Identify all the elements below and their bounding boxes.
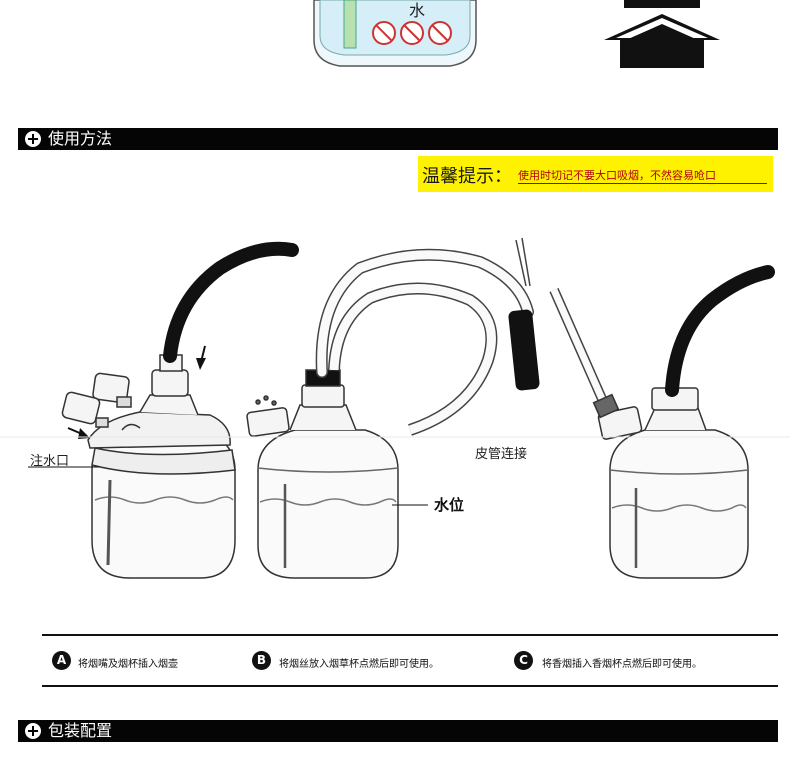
section-title: 使用方法 — [48, 129, 113, 148]
steps-top-divider — [42, 634, 778, 636]
step-c-badge: C — [514, 651, 533, 670]
bottle-c — [549, 287, 749, 579]
tip-title: 温馨提示： — [422, 166, 512, 187]
section-header-package: 包装配置 — [18, 720, 778, 742]
label-water-inlet: 注水口 — [30, 454, 70, 469]
tip-underline — [518, 183, 767, 184]
bottle-a — [87, 354, 236, 579]
label-water-level: 水位 — [434, 496, 465, 514]
product-image-top — [313, 0, 477, 67]
tip-box: 温馨提示： 使用时切记不要大口吸烟，不然容易呛口 — [418, 156, 773, 192]
tip-text: 使用时切记不要大口吸烟，不然容易呛口 — [518, 169, 716, 182]
steps-bottom-divider — [42, 685, 778, 687]
section-title: 包装配置 — [48, 721, 113, 740]
step-a-text: 将烟嘴及烟杯插入烟壶 — [78, 659, 178, 670]
bottle-b — [246, 369, 399, 579]
label-hose-connection: 皮管连接 — [475, 447, 528, 462]
step-b-badge: B — [252, 651, 271, 670]
top-product-label: 水 — [409, 1, 426, 20]
usage-diagram — [0, 237, 790, 579]
plus-circle-icon — [25, 723, 41, 739]
plus-circle-icon — [25, 131, 41, 147]
step-b-text: 将烟丝放入烟草杯点燃后即可使用。 — [279, 659, 439, 670]
step-a-badge: A — [52, 651, 71, 670]
section-header-usage: 使用方法 — [18, 128, 778, 150]
up-arrow-icon[interactable] — [604, 0, 720, 68]
step-c-text: 将香烟插入香烟杯点燃后即可使用。 — [542, 659, 702, 670]
